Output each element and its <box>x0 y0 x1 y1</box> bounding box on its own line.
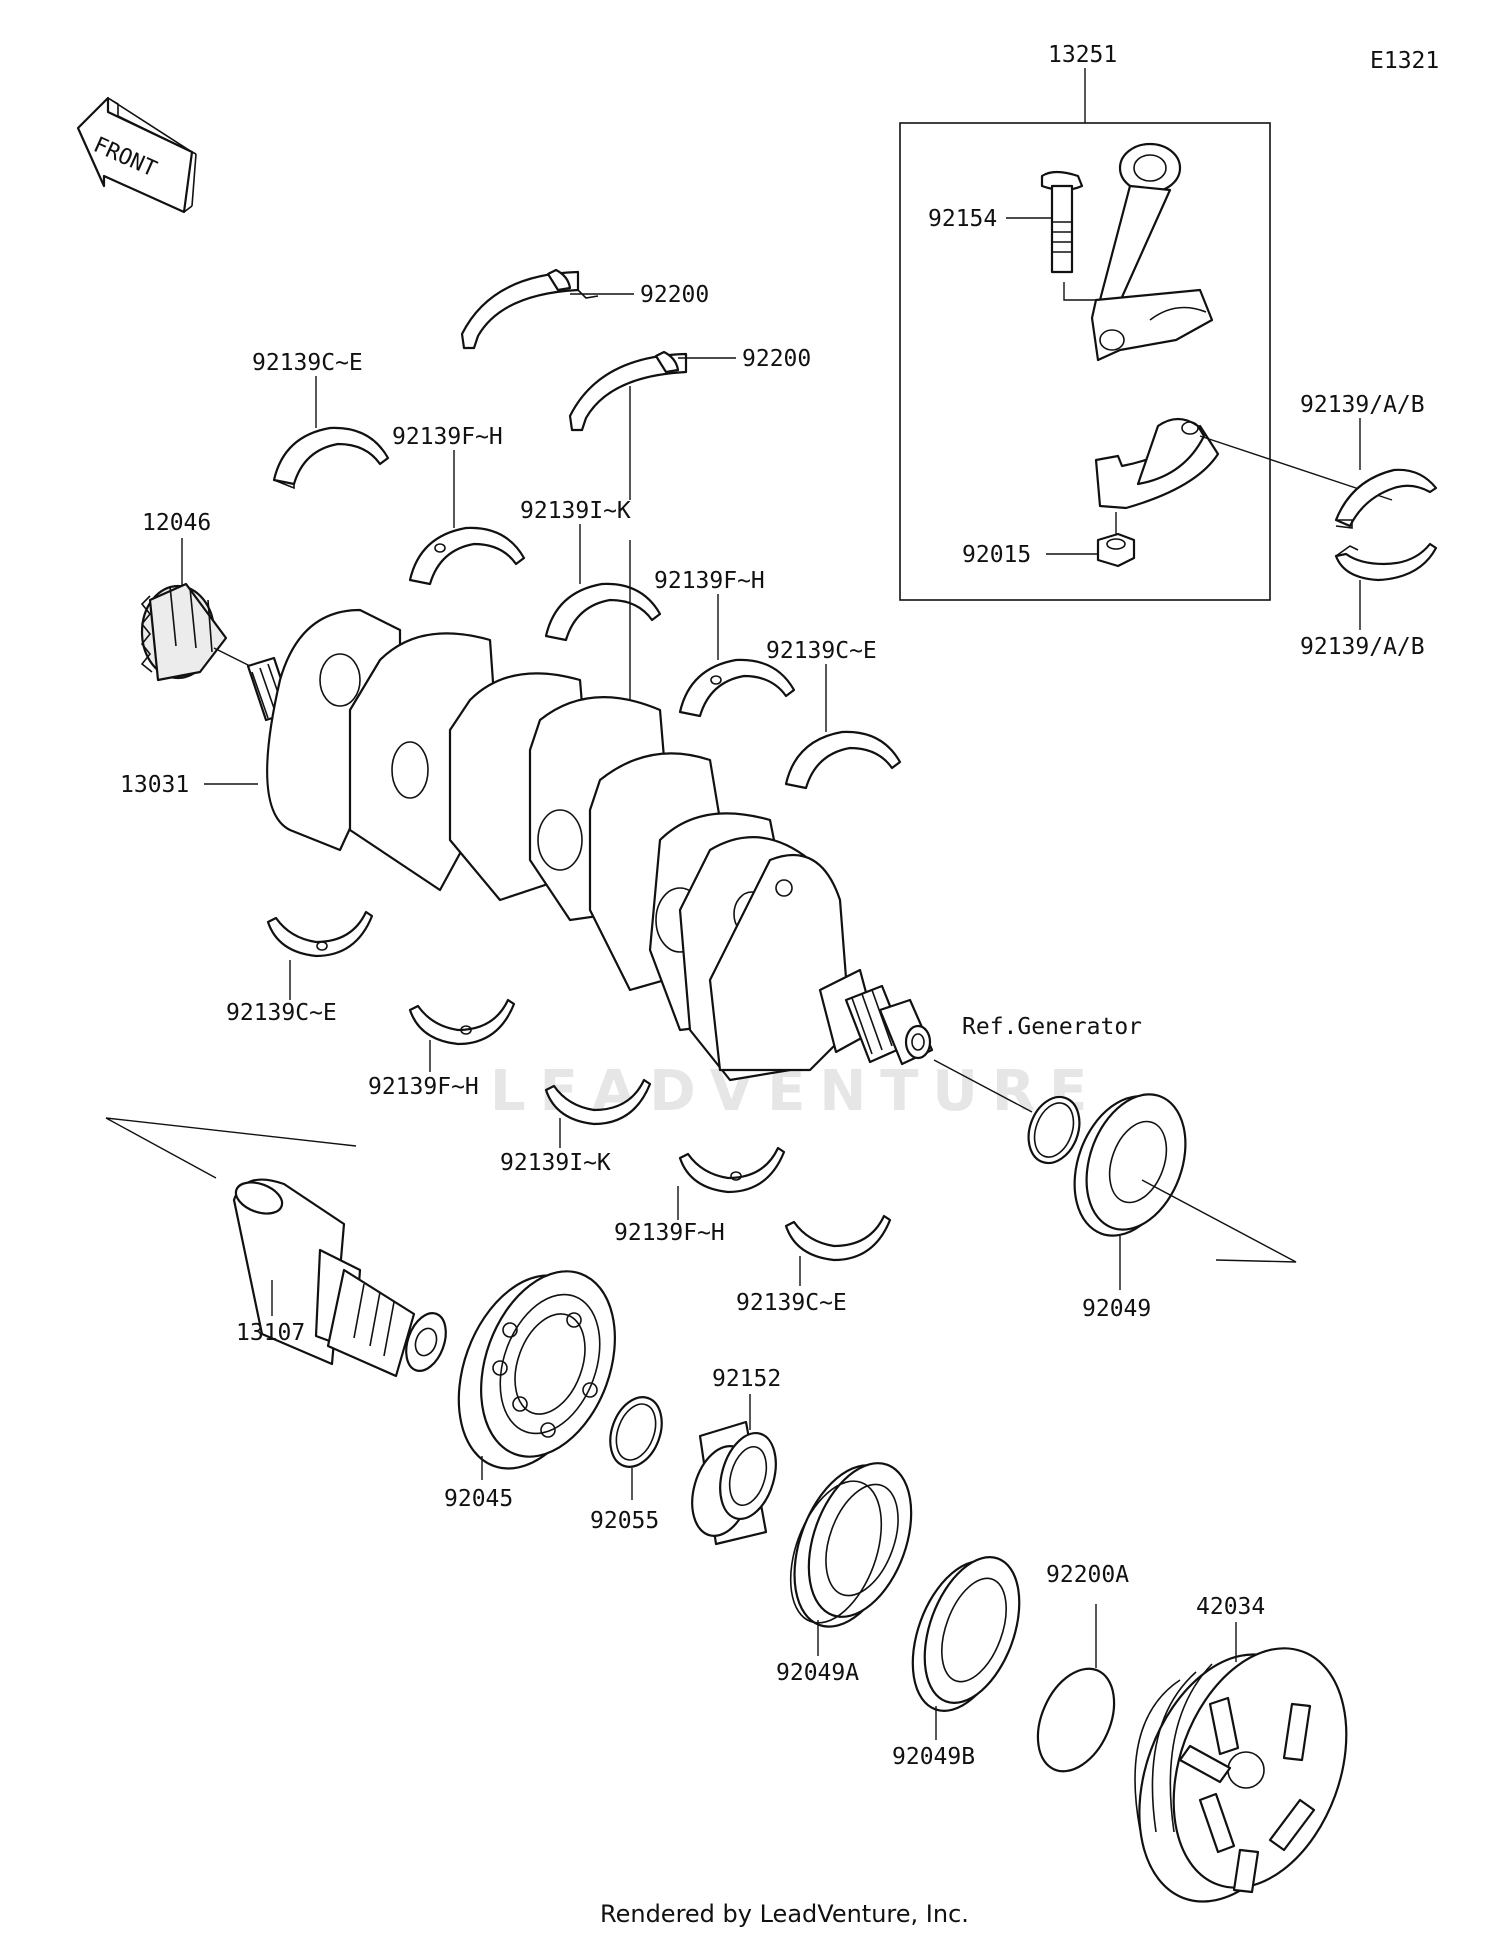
ref-generator-label: Ref.Generator <box>962 1014 1142 1040</box>
nut-icon <box>1096 532 1136 568</box>
main-bearing-lower-4-icon <box>678 1146 786 1194</box>
thrust-washer-upper-icon <box>460 268 599 350</box>
label-92139AB-bottom: 92139/A/B <box>1300 634 1425 660</box>
bushing-icon <box>691 1420 777 1546</box>
label-92015: 92015 <box>962 542 1031 568</box>
label-13251: 13251 <box>1048 42 1117 68</box>
oil-seal-icon <box>1073 1093 1187 1237</box>
label-92045: 92045 <box>444 1486 513 1512</box>
label-92055: 92055 <box>590 1508 659 1534</box>
connecting-rod-icon <box>1090 142 1214 362</box>
o-ring-icon <box>1027 1095 1081 1165</box>
main-bearing-lower-5-icon <box>784 1214 892 1262</box>
o-ring-small-icon <box>609 1396 663 1468</box>
main-bearing-lower-1-icon <box>266 910 374 958</box>
rod-cap-icon <box>1094 417 1220 510</box>
label-13031: 13031 <box>120 772 189 798</box>
rod-bolt-icon <box>1040 170 1084 274</box>
label-92139IK-l: 92139I~K <box>500 1150 611 1176</box>
label-92139FH-lr: 92139F~H <box>614 1220 725 1246</box>
label-13107: 13107 <box>236 1320 305 1346</box>
label-92139CE-ur: 92139C~E <box>766 638 877 664</box>
label-92139FH-ur: 92139F~H <box>654 568 765 594</box>
main-bearing-upper-1-icon <box>272 426 390 490</box>
thrust-washer-lower-icon <box>568 350 688 432</box>
crank-sprocket-icon <box>140 582 228 682</box>
label-92200-b: 92200 <box>742 346 811 372</box>
main-bearing-upper-5-icon <box>784 730 902 790</box>
label-92049A: 92049A <box>776 1660 859 1686</box>
crankshaft-icon <box>246 608 934 1082</box>
front-arrow-icon: FRONT <box>76 96 197 214</box>
diagram-code: E1321 <box>1370 48 1439 74</box>
main-bearing-upper-3-icon <box>544 582 662 642</box>
rod-bearing-lower-icon <box>1334 542 1438 582</box>
label-92139AB-top: 92139/A/B <box>1300 392 1425 418</box>
ball-bearing-icon <box>457 1270 616 1470</box>
seal-b-icon <box>911 1556 1021 1712</box>
label-12046: 12046 <box>142 510 211 536</box>
rod-bearing-upper-icon <box>1334 468 1438 529</box>
shaft-icon <box>232 1178 447 1378</box>
main-bearing-lower-2-icon <box>408 998 516 1046</box>
label-92139CE-ul: 92139C~E <box>252 350 363 376</box>
footer-credit: Rendered by LeadVenture, Inc. <box>600 1900 969 1928</box>
main-bearing-lower-3-icon <box>544 1078 652 1126</box>
main-bearing-upper-4-icon <box>678 658 796 718</box>
label-92139FH-ul: 92139F~H <box>392 424 503 450</box>
label-92154: 92154 <box>928 206 997 232</box>
label-92200-a: 92200 <box>640 282 709 308</box>
coupling-icon <box>1134 1647 1348 1903</box>
main-bearing-upper-2-icon <box>408 526 526 586</box>
label-92152: 92152 <box>712 1366 781 1392</box>
label-92139CE-lr: 92139C~E <box>736 1290 847 1316</box>
connecting-rod-assembly: 13251 92154 <box>899 42 1393 601</box>
label-92139FH-ll: 92139F~H <box>368 1074 479 1100</box>
label-42034: 42034 <box>1196 1594 1265 1620</box>
label-92139IK-u: 92139I~K <box>520 498 631 524</box>
label-92049: 92049 <box>1082 1296 1151 1322</box>
washer-icon <box>1036 1667 1116 1773</box>
label-92139CE-ll: 92139C~E <box>226 1000 337 1026</box>
label-92200A: 92200A <box>1046 1562 1129 1588</box>
seal-a-icon <box>789 1462 913 1628</box>
connecting-rod-box <box>899 122 1271 601</box>
label-92049B: 92049B <box>892 1744 975 1770</box>
